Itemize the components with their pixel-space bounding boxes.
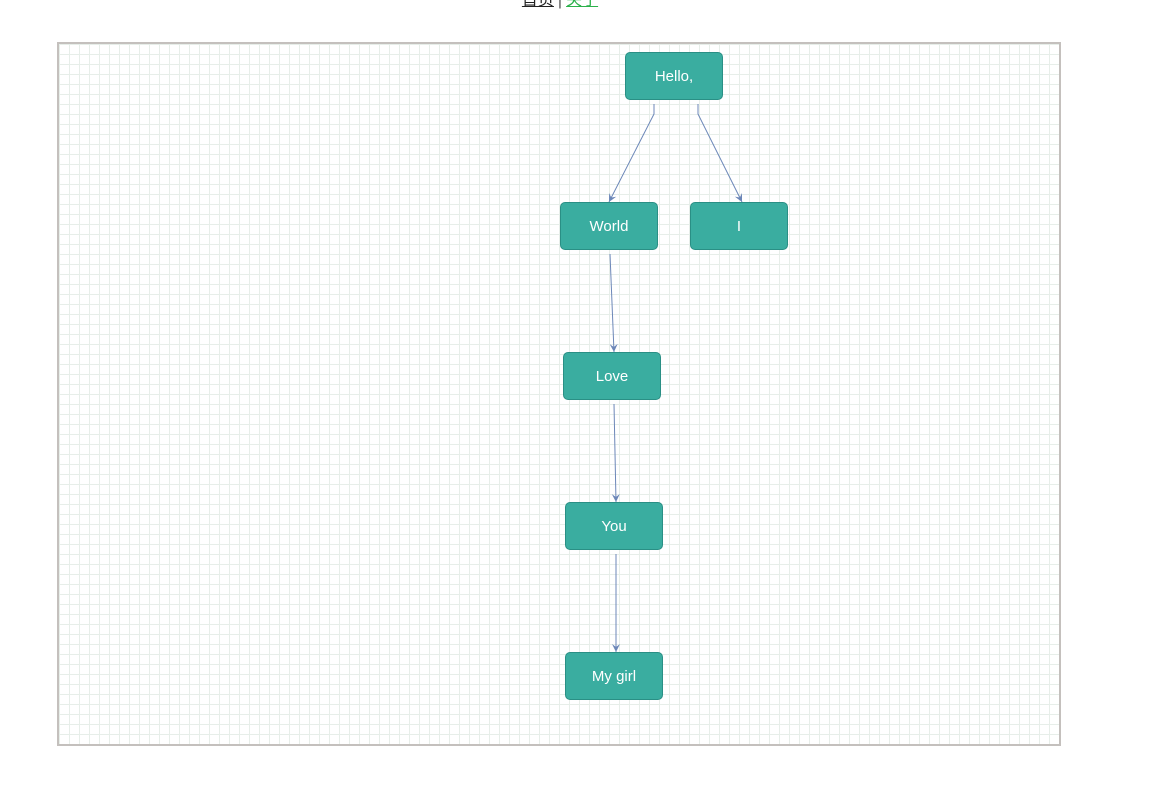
node-my-girl[interactable]: My girl [565, 652, 663, 700]
diagram-canvas[interactable]: Hello, World I Love You My girl [57, 42, 1061, 746]
edges-layer [608, 104, 743, 652]
node-hello[interactable]: Hello, [625, 52, 723, 100]
node-label: Hello, [654, 67, 694, 85]
edge-love-you[interactable] [611, 403, 620, 503]
node-label: World [589, 217, 629, 235]
nav-home-link[interactable]: 首页 [521, 0, 554, 9]
node-world[interactable]: World [560, 202, 658, 250]
node-i[interactable]: I [690, 202, 788, 250]
node-label: My girl [591, 667, 637, 685]
node-you[interactable]: You [565, 502, 663, 550]
edge-hello-world[interactable] [608, 104, 655, 203]
node-label: You [601, 517, 627, 535]
edge-hello-i[interactable] [697, 104, 743, 203]
edge-world-love[interactable] [609, 253, 618, 353]
nav-separator: | [557, 0, 563, 9]
top-nav: 首页|关于 [0, 0, 1120, 11]
node-label: I [736, 217, 742, 235]
node-label: Love [595, 367, 629, 385]
node-love[interactable]: Love [563, 352, 661, 400]
nav-about-link[interactable]: 关于 [566, 0, 599, 9]
